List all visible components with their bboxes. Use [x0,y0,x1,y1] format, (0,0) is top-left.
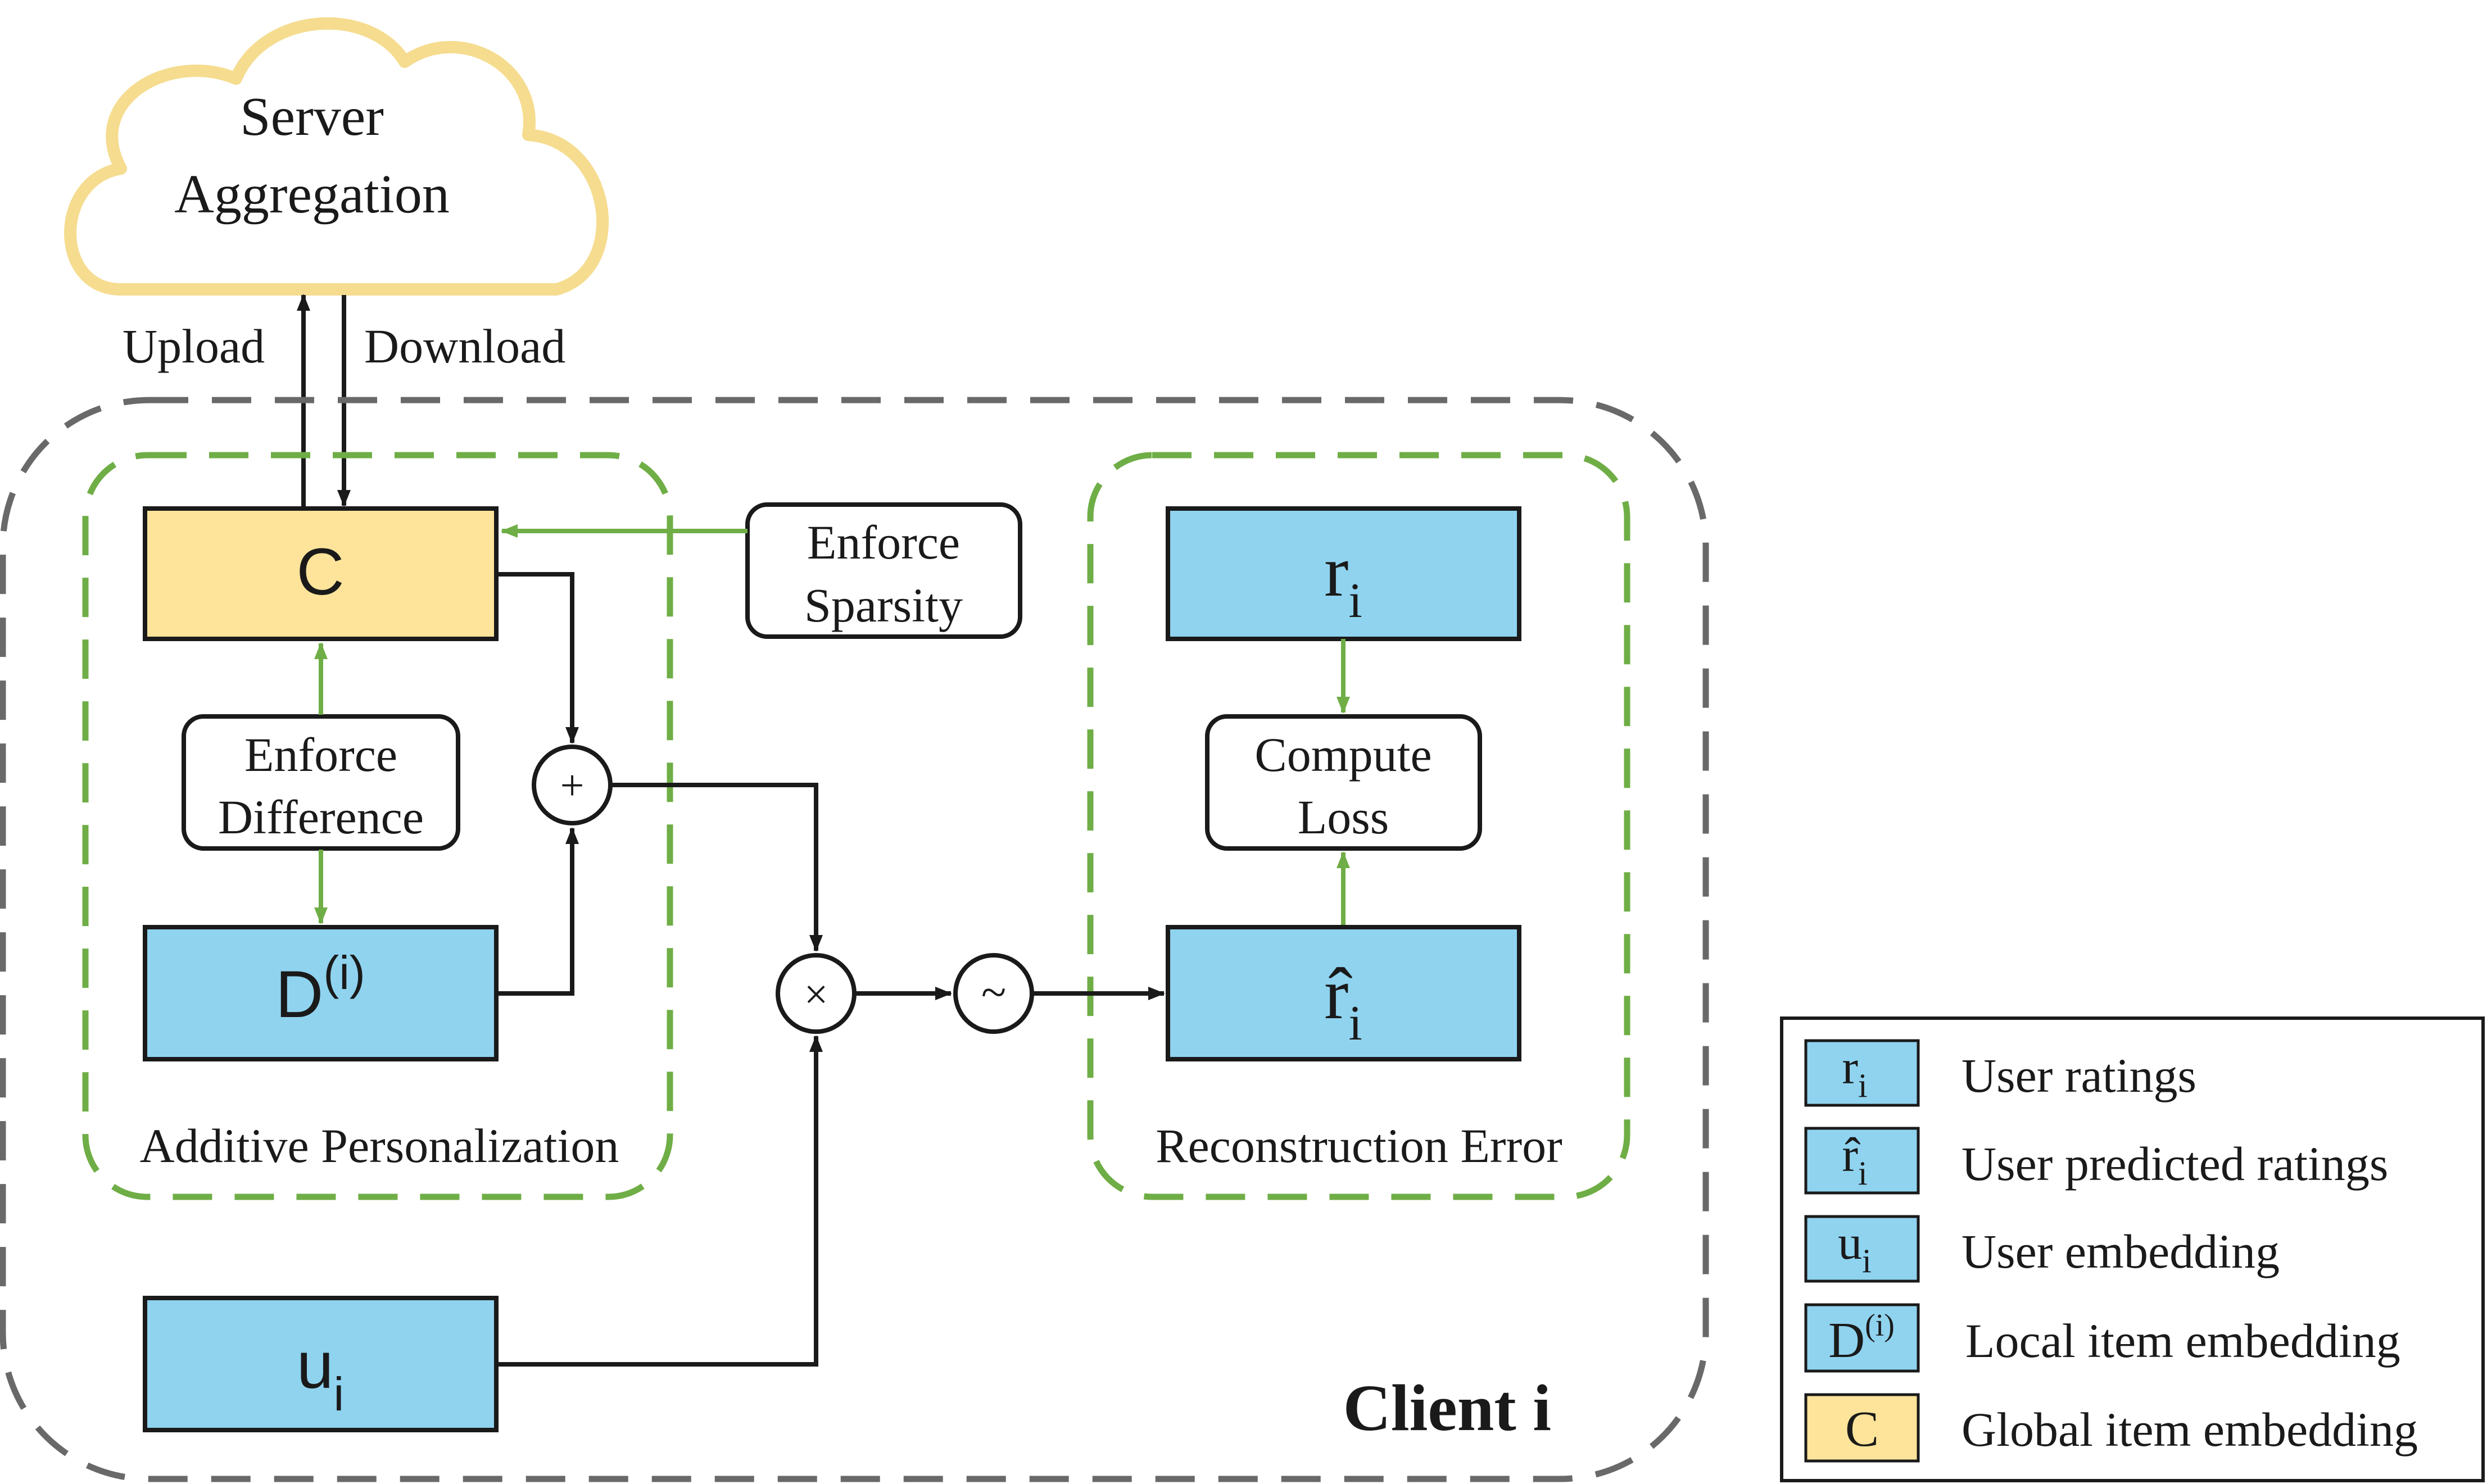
u-to-times-arrow [496,1035,823,1367]
enforce-sparsity-box [745,502,1022,639]
legend-label-user-embedding: User embedding [1961,1224,2280,1278]
r-box-label: ri [1324,531,1362,628]
d-box-label: D(i) [275,946,365,1032]
legend-label-local-item-embedding: Local item embedding [1965,1314,2400,1368]
c-box-label: C [296,535,344,609]
legend-label-user-predicted-ratings: User predicted ratings [1961,1137,2388,1191]
legend-symbol-rhat: r̂i [1842,1128,1867,1192]
reconstruction-error-label: Reconstruction Error [1156,1119,1562,1173]
r-box [1166,506,1521,641]
additive-personalization-label: Additive Personalization [140,1119,619,1173]
legend-item-local-item-embedding: D(i) Local item embedding [1804,1303,2400,1373]
legend-item-global-item-embedding: C Global item embedding [1804,1393,2418,1463]
compute-loss-box [1205,714,1482,851]
enforce-sparsity-line1: Enforce [807,515,960,569]
legend-symbol-c: C [1845,1401,1879,1457]
d-box-base: D [275,957,323,1032]
legend-swatch-r [1804,1039,1920,1107]
reconstruction-error-group [1087,452,1630,1200]
legend-swatch-rhat [1804,1127,1920,1195]
upload-label: Upload [123,319,265,373]
r-box-sub: i [1348,574,1362,628]
client-title: Client i [1343,1371,1551,1445]
plus-to-times-arrow [610,783,823,952]
cloud-shape [64,17,609,296]
rhat-box-label: r̂i [1324,954,1362,1051]
rhat-box [1166,925,1521,1061]
legend-swatch-c [1804,1393,1920,1463]
legend-item-user-embedding: ui User embedding [1804,1215,2280,1283]
legend-symbol-u: ui [1838,1215,1872,1279]
server-cloud: Server Aggregation [64,17,609,296]
legend-symbol-d: D(i) [1828,1308,1895,1368]
server-label-line2: Aggregation [174,164,450,225]
download-label: Download [364,319,565,373]
d-to-plus-arrow [496,827,579,996]
plus-symbol: + [560,762,585,809]
legend-swatch-u [1804,1215,1920,1283]
d-box-sup: (i) [323,946,365,999]
enforce-sparsity-line2: Sparsity [804,578,963,632]
compute-loss-line1: Compute [1254,728,1432,782]
legend-label-global-item-embedding: Global item embedding [1961,1403,2418,1456]
u-box-base: u [297,1328,334,1403]
enforce-difference-line2: Difference [218,790,424,844]
additive-personalization-group [82,452,673,1200]
u-box-label: ui [297,1328,344,1421]
d-box [143,925,499,1061]
enforce-difference-line1: Enforce [244,728,397,782]
rhat-box-sub: i [1348,996,1362,1051]
c-to-plus-arrow [496,572,579,744]
u-box-sub: i [333,1368,344,1421]
client-container [0,397,1709,1482]
tilde-symbol: ~ [981,966,1006,1018]
compute-loss-line2: Loss [1298,790,1389,844]
enforce-difference-box [182,714,460,851]
legend-swatch-d [1804,1303,1920,1373]
times-symbol: × [804,971,828,1018]
legend-item-user-predicted-ratings: r̂i User predicted ratings [1804,1127,2388,1195]
legend-symbol-r: ri [1842,1040,1867,1104]
c-box [143,506,499,641]
legend-item-user-ratings: ri User ratings [1804,1039,2196,1107]
u-box [143,1296,499,1432]
r-box-base: r [1324,531,1348,612]
legend: ri User ratings r̂i User predicted ratin… [1780,1016,2485,1482]
legend-label-user-ratings: User ratings [1961,1049,2196,1102]
rhat-box-base: r̂ [1324,954,1352,1034]
server-label-line1: Server [240,87,384,147]
